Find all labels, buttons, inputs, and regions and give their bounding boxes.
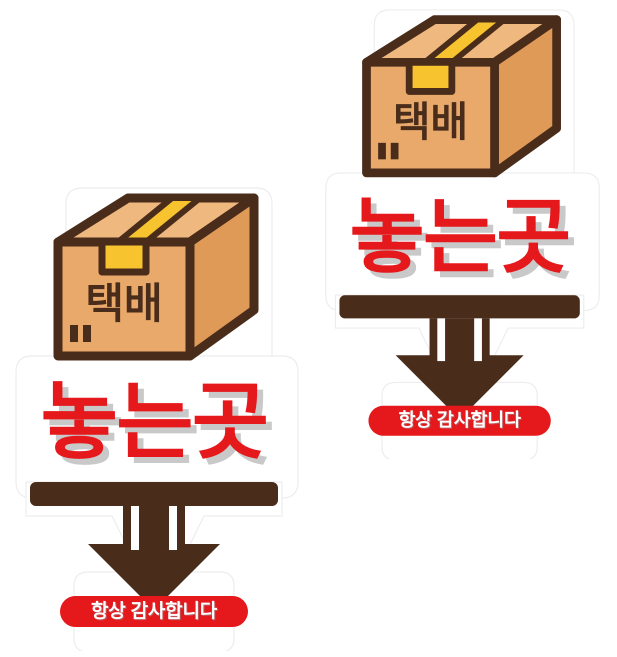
thank-you-badge-label: 항상 감사합니다: [398, 410, 521, 431]
parcel-box-icon: 택배: [359, 14, 565, 187]
delivery-drop-here-sticker-left[interactable]: 택배 놓는곳 놓는곳 항상 감사합니다: [8, 186, 300, 651]
box-label: 택배: [393, 99, 468, 145]
down-arrow-icon: [339, 295, 580, 420]
box-label: 택배: [85, 280, 162, 327]
headline-main: 놓는곳: [349, 191, 572, 283]
delivery-drop-here-sticker-right[interactable]: 택배 놓는곳 놓는곳 항상 감사합니다: [318, 8, 601, 460]
thank-you-badge-label: 항상 감사합니다: [90, 601, 218, 622]
thank-you-badge[interactable]: 항상 감사합니다: [60, 596, 248, 627]
headline-shadow: 놓는곳: [46, 381, 275, 475]
thank-you-badge[interactable]: 항상 감사합니다: [368, 405, 551, 436]
parcel-box-icon: 택배: [50, 192, 262, 370]
headline-shadow: 놓는곳: [355, 197, 577, 289]
headline-text: 놓는곳 놓는곳: [8, 380, 300, 470]
down-arrow-icon: [30, 482, 278, 610]
headline-main: 놓는곳: [40, 375, 269, 469]
headline-text: 놓는곳 놓는곳: [318, 196, 601, 283]
